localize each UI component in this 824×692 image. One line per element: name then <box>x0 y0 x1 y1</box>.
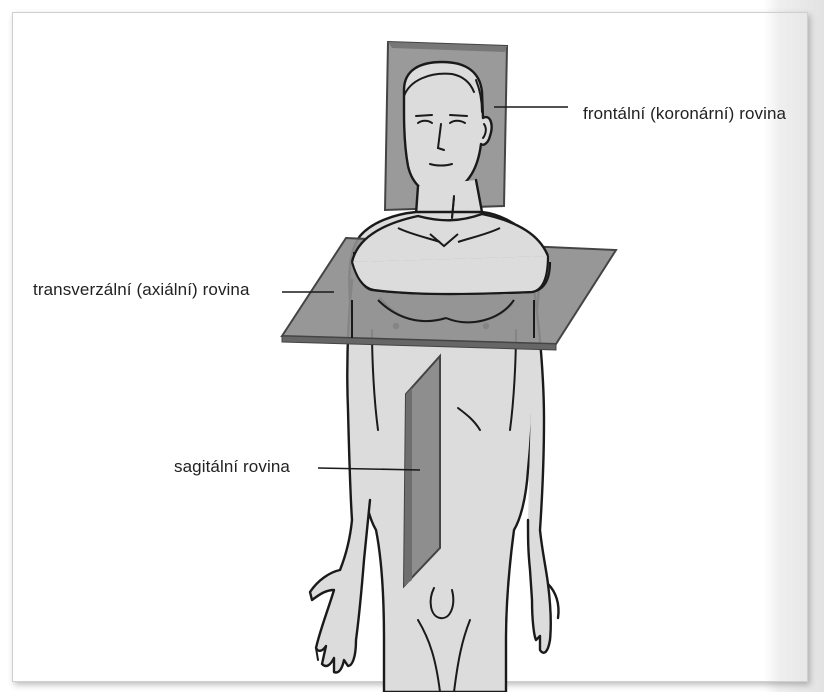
sagittal-plane-label: sagitální rovina <box>174 457 290 477</box>
transverse-plane-label: transverzální (axiální) rovina <box>33 280 250 300</box>
transverse-plane <box>282 198 616 350</box>
frontal-plane-label: frontální (koronární) rovina <box>583 104 786 124</box>
sagittal-plane <box>404 356 440 586</box>
